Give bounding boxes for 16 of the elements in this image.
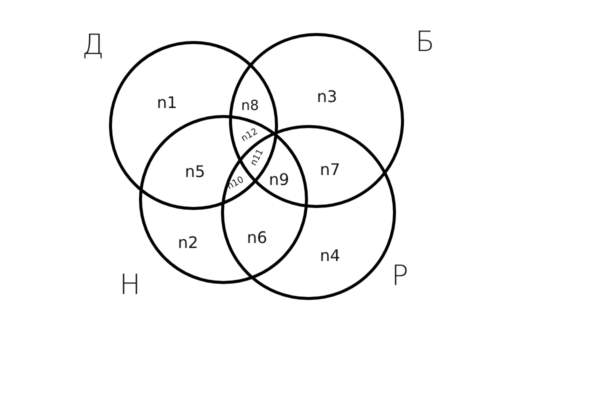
set-label: Б	[415, 28, 435, 56]
set-label: Н	[119, 271, 141, 299]
region-label: n6	[246, 230, 268, 246]
region-label: n1	[156, 95, 178, 111]
region-label: n4	[320, 248, 340, 264]
region-label: n2	[178, 235, 198, 251]
set-label: Д	[82, 31, 104, 59]
region-label: n7	[320, 162, 340, 178]
region-label: n10	[226, 176, 246, 192]
region-label: n9	[268, 172, 290, 188]
region-label: n12	[240, 128, 260, 144]
set-label: Р	[392, 262, 408, 290]
region-label: n5	[184, 164, 206, 180]
region-label: n8	[241, 99, 259, 113]
region-label: n11	[250, 148, 266, 168]
region-label: n3	[316, 89, 338, 105]
